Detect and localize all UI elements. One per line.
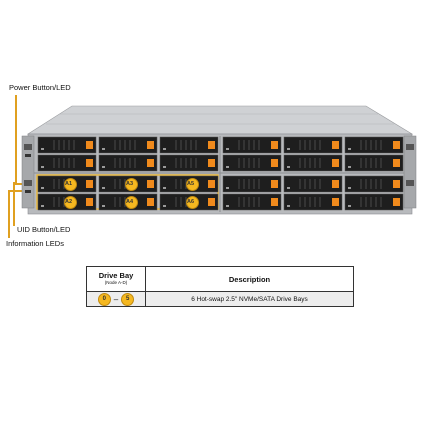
bay-release-tab [147, 159, 154, 167]
drive-bay-node1-r1c2 [98, 136, 158, 154]
drive-bay-node2-r2c2 [283, 154, 343, 172]
bay-led [102, 148, 105, 150]
power-button-left [24, 144, 32, 150]
bay-release-tab [271, 198, 278, 206]
drive-bay-node4-r2c1 [222, 193, 282, 211]
bay-release-tab [332, 141, 339, 149]
power-leader-horizontal [15, 183, 25, 185]
drive-bay-header: Drive Bay (Node A-D) [86, 266, 146, 292]
bay-release-tab [393, 159, 400, 167]
power-leader-vertical [15, 95, 17, 185]
bay-release-tab [208, 198, 215, 206]
bay-release-tab [393, 198, 400, 206]
info-leader-vertical [8, 190, 10, 238]
drive-bay-node2-r2c3 [344, 154, 404, 172]
drive-bay-node1-r1c3 [159, 136, 219, 154]
drive-bay-node2-r1c1 [222, 136, 282, 154]
drive-bay-node4-r1c3 [344, 175, 404, 193]
drive-bay-range: 0–5 [86, 291, 146, 307]
power-button-callout: Power Button/LED [9, 83, 71, 92]
bay-led [163, 187, 166, 189]
bay-release-tab [86, 198, 93, 206]
bay-release-tab [86, 141, 93, 149]
drive-bay-node1-r1c1 [37, 136, 97, 154]
bay-led [102, 187, 105, 189]
bay-release-tab [208, 180, 215, 188]
table-header-row: Drive Bay (Node A-D) Description [86, 266, 354, 292]
bay-led [163, 148, 166, 150]
bay-release-tab [393, 141, 400, 149]
bay-release-tab [332, 180, 339, 188]
bay-led [226, 166, 229, 168]
bay-release-tab [271, 159, 278, 167]
bay-start-badge: 0 [97, 292, 111, 306]
bay-led [102, 205, 105, 207]
drive-bay-node2-r1c2 [283, 136, 343, 154]
info-leader-horizontal [8, 190, 24, 192]
drive-bay-node4-r1c1 [222, 175, 282, 193]
bay-end-badge: 5 [121, 292, 135, 306]
bay-led [226, 205, 229, 207]
bay-led [41, 205, 44, 207]
table-row: 0–5 6 Hot-swap 2.5" NVMe/SATA Drive Bays [86, 291, 354, 307]
bay-release-tab [147, 141, 154, 149]
drive-bay-node1-r2c2 [98, 154, 158, 172]
right-rack-ear [403, 135, 417, 209]
drive-bay-table: Drive Bay (Node A-D) Description 0–5 6 H… [86, 266, 354, 307]
bay-led [348, 166, 351, 168]
drive-bay-node1-r2c3 [159, 154, 219, 172]
bay-led [163, 166, 166, 168]
bay-release-tab [86, 159, 93, 167]
bay-led [287, 148, 290, 150]
bay-led [102, 166, 105, 168]
bay-release-tab [332, 159, 339, 167]
bay-led [41, 166, 44, 168]
bay-led [163, 205, 166, 207]
uid-button-callout: UID Button/LED [17, 225, 71, 234]
uid-leader-vertical [13, 182, 15, 226]
bay-led [287, 166, 290, 168]
drive-bay-description: 6 Hot-swap 2.5" NVMe/SATA Drive Bays [145, 291, 354, 307]
power-button-right [406, 144, 414, 150]
uid-button-right [406, 180, 414, 186]
led-left-2 [25, 190, 31, 193]
uid-button-left [24, 180, 32, 186]
bay-release-tab [147, 180, 154, 188]
drive-bay-node1-r2c1 [37, 154, 97, 172]
bay-led [348, 187, 351, 189]
bay-release-tab [271, 141, 278, 149]
bay-led [41, 187, 44, 189]
drive-bay-node4-r2c2 [283, 193, 343, 211]
drive-label-a1: A1 [64, 178, 77, 191]
bay-led [348, 205, 351, 207]
bay-led [226, 187, 229, 189]
drive-bay-node2-r2c1 [222, 154, 282, 172]
bay-release-tab [332, 198, 339, 206]
description-header: Description [145, 266, 354, 292]
bay-release-tab [208, 159, 215, 167]
drive-bay-node2-r1c3 [344, 136, 404, 154]
drive-label-a6: A6 [186, 196, 199, 209]
drive-label-a4: A4 [125, 196, 138, 209]
bay-release-tab [393, 180, 400, 188]
bay-led [287, 187, 290, 189]
information-leds-callout: Information LEDs [6, 239, 64, 248]
drive-label-a5: A5 [186, 178, 199, 191]
drive-bay-node4-r2c3 [344, 193, 404, 211]
led-left-1 [25, 154, 31, 157]
bay-release-tab [86, 180, 93, 188]
drive-label-a2: A2 [64, 196, 77, 209]
bay-led [348, 148, 351, 150]
drive-bay-node4-r1c2 [283, 175, 343, 193]
bay-led [287, 205, 290, 207]
drive-label-a3: A3 [125, 178, 138, 191]
chassis-top-cover [26, 105, 414, 135]
bay-led [226, 148, 229, 150]
bay-release-tab [271, 180, 278, 188]
bay-release-tab [147, 198, 154, 206]
bay-led [41, 148, 44, 150]
bay-release-tab [208, 141, 215, 149]
